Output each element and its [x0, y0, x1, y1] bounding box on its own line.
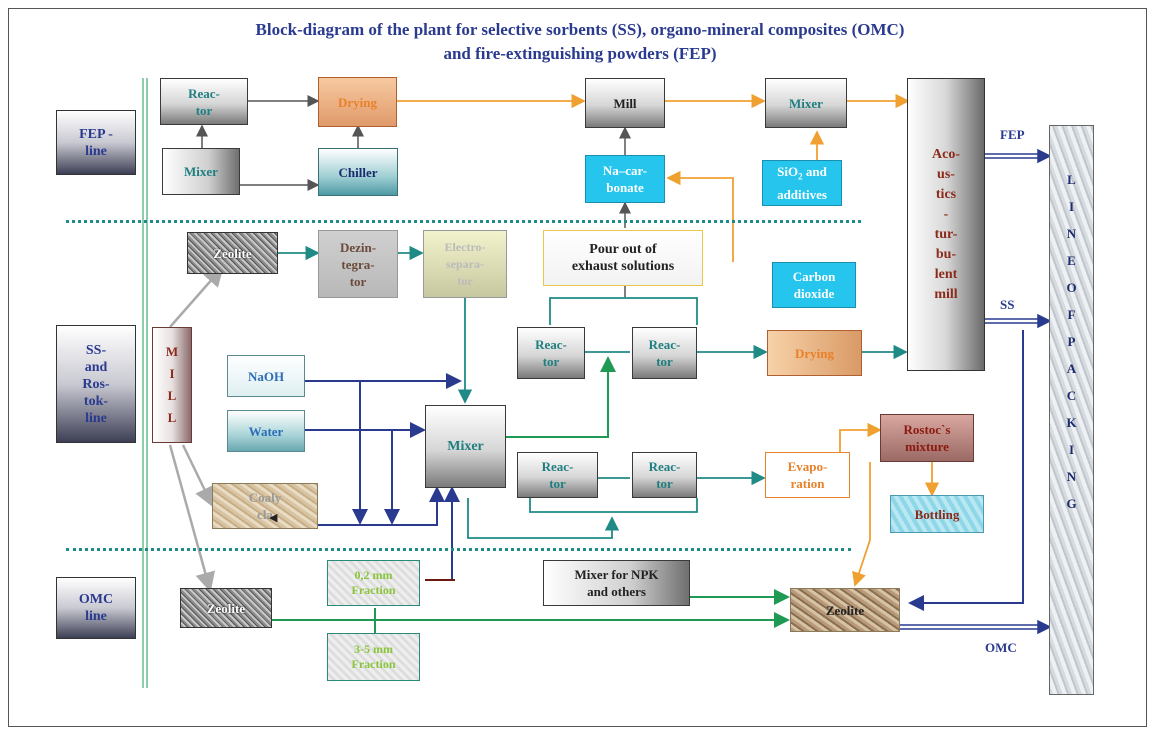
drying-fep: Drying	[318, 77, 397, 127]
packing-letter: K	[1066, 415, 1077, 430]
coaly-clay: Coaly cla◀	[212, 483, 318, 529]
reactor-d: Reac- tor	[632, 452, 697, 498]
packing-letter: F	[1067, 307, 1076, 322]
evaporation: Evapo- ration	[765, 452, 850, 498]
na-carbonate: Na–car- bonate	[585, 155, 665, 203]
mill-vertical: M I L L	[152, 327, 192, 443]
mixer-main: Mixer	[425, 405, 506, 488]
reactor-a: Reac- tor	[517, 327, 585, 379]
fep-line-label: FEP - line	[56, 110, 136, 175]
packing-letter: E	[1067, 253, 1076, 268]
mixer-npk: Mixer for NPK and others	[543, 560, 690, 606]
packing-letter: N	[1066, 226, 1077, 241]
zeolite-omc-right-label: Zeolite	[825, 602, 865, 618]
separator-ss-omc	[66, 548, 851, 551]
bottling: Bottling	[890, 495, 984, 533]
omc-line-label: OMC line	[56, 577, 136, 639]
packing-letter: A	[1066, 361, 1077, 376]
zeolite-ss-label: Zeolite	[213, 245, 252, 261]
sio2-subscript: 2	[798, 171, 803, 182]
zeolite-omc-left-label: Zeolite	[206, 600, 246, 616]
packing-letter: L	[1067, 172, 1076, 187]
packing-letter: P	[1067, 334, 1076, 349]
zeolite-omc-right: Zeolite	[790, 588, 900, 632]
chiller: Chiller	[318, 148, 398, 196]
packing-letter: N	[1066, 469, 1077, 484]
rostocs-mixture: Rostoc`s mixture	[880, 414, 974, 462]
mixer-fep-right: Mixer	[765, 78, 847, 128]
carbon-dioxide: Carbon dioxide	[772, 262, 856, 308]
mixer-fep-left: Mixer	[162, 148, 240, 195]
reactor-c: Reac- tor	[517, 452, 598, 498]
mill-fep: Mill	[585, 78, 665, 128]
packing-letter: I	[1068, 442, 1075, 457]
sio2-additives: SiO2 and additives	[762, 160, 842, 206]
reactor-fep: Reac- tor	[160, 78, 248, 125]
frame	[8, 8, 1147, 727]
zeolite-ss: Zeolite	[187, 232, 278, 274]
zeolite-omc-left: Zeolite	[180, 588, 272, 628]
packing-letter: I	[1068, 199, 1075, 214]
title-line-1: Block-diagram of the plant for selective…	[255, 20, 905, 39]
sio2-rest: and additives	[777, 164, 827, 202]
pour-out-exhaust-solutions: Pour out of exhaust solutions	[543, 230, 703, 286]
flow-label-ss: SS	[1000, 297, 1015, 312]
coaly-clay-label: Coaly cla	[248, 490, 282, 522]
diagram-title: Block-diagram of the plant for selective…	[40, 18, 1120, 66]
flow-label-omc: OMC	[985, 640, 1017, 655]
fraction-0-2mm: 0,2 mm Fraction	[327, 560, 420, 606]
flow-label-fep: FEP	[1000, 127, 1025, 142]
water: Water	[227, 410, 305, 452]
packing-letter: C	[1066, 388, 1077, 403]
dezintegrator: Dezin- tegra- tor	[318, 230, 398, 298]
sio2-label: SiO	[777, 164, 799, 180]
line-of-packing: L I N E O F P A C K I N G	[1049, 125, 1094, 695]
title-line-2: and fire-extinguishing powders (FEP)	[443, 44, 717, 63]
packing-letter: G	[1066, 496, 1077, 511]
fraction-3-5mm: 3-5 mm Fraction	[327, 633, 420, 681]
acoustic-turbulent-mill: Aco- us- tics - tur- bu- lent mill	[907, 78, 985, 371]
reactor-b: Reac- tor	[632, 327, 697, 379]
drying-ss: Drying	[767, 330, 862, 376]
electroseparator: Electro- separa- tor	[423, 230, 507, 298]
play-icon: ◀	[269, 512, 278, 524]
separator-fep-ss	[66, 220, 861, 223]
ss-line-label: SS- and Ros- tok- line	[56, 325, 136, 443]
packing-letter: O	[1066, 280, 1077, 295]
naoh: NaOH	[227, 355, 305, 397]
